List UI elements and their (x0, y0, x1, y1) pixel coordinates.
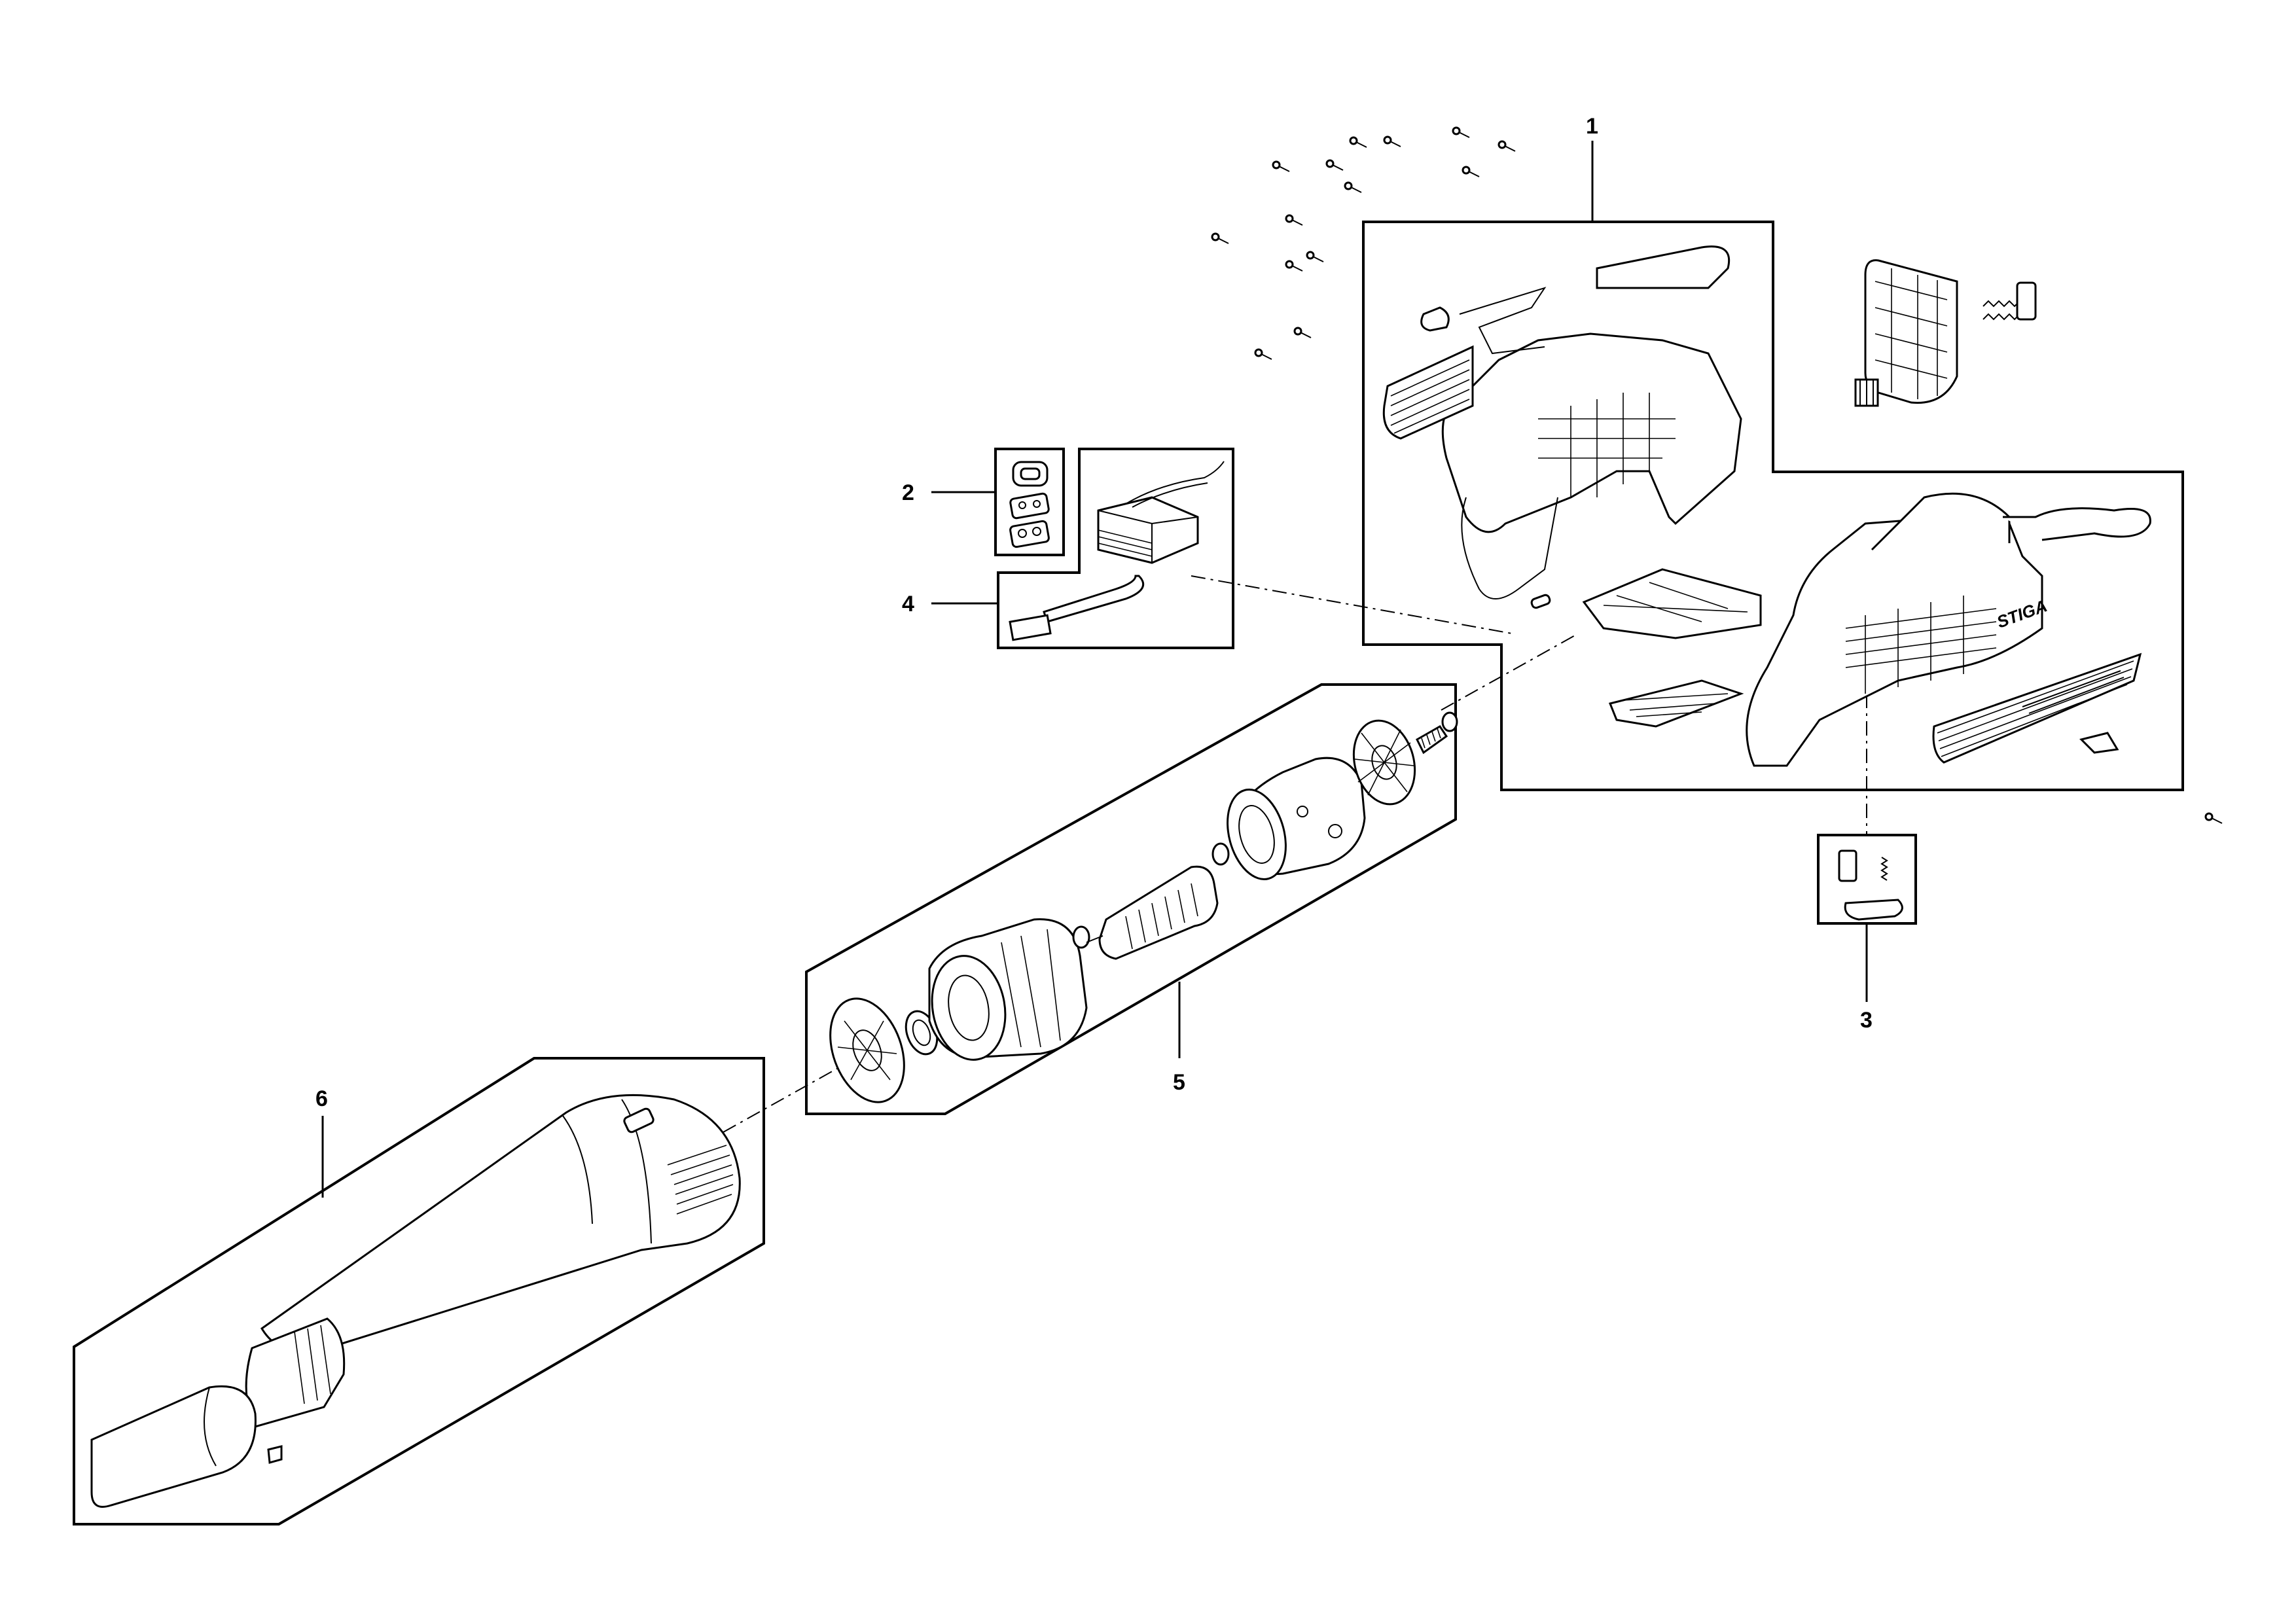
screw-icon (1325, 159, 1344, 171)
small-key-pin (1530, 594, 1551, 609)
housing-left-half (1441, 332, 1742, 599)
end-bearing (1441, 711, 1458, 732)
callout-1: 1 (1586, 114, 1598, 139)
screw-icon (1285, 214, 1303, 226)
motor-armature (1086, 865, 1219, 960)
callout-6: 6 (315, 1086, 328, 1111)
rubber-pad-upper (1009, 492, 1050, 520)
side-grille-left (1382, 345, 1474, 440)
group-6-frame (73, 1057, 765, 1525)
blow-tube-main (260, 1094, 741, 1353)
group-2-frame (994, 448, 1065, 556)
assembly-line-motor (1441, 634, 1577, 711)
battery-contact-spring (1982, 281, 2037, 321)
filter-pad (1608, 679, 1744, 728)
group-4-frame (997, 448, 1234, 649)
bearing-small (1072, 925, 1090, 949)
battery-cover-tray (1582, 568, 1762, 639)
callout-3: 3 (1860, 1008, 1873, 1033)
seal-strip (1459, 287, 1547, 355)
side-grille-right (1932, 652, 2142, 764)
callout-4: 4 (902, 592, 914, 616)
ribbon-cable (1043, 575, 1145, 623)
motor-shaft-spring (1416, 725, 1448, 755)
battery-socket-plate (1864, 259, 1958, 404)
group-5-frame (805, 683, 1457, 1115)
screw-icon (1462, 166, 1480, 177)
screw-icon (1254, 348, 1272, 360)
rear-strip (2022, 670, 2125, 714)
fan-shroud-cover (829, 997, 905, 1103)
connector-plug (1009, 614, 1052, 641)
trigger-lever (1844, 899, 1903, 921)
trigger-switch (1838, 849, 1857, 882)
fan-housing-front (928, 918, 1088, 1061)
screw-icon (1498, 140, 1516, 152)
trigger-spring (1880, 857, 1888, 881)
battery-terminal-block (1854, 378, 1879, 407)
tube-coupling (245, 1317, 346, 1428)
motor-housing-rear (1227, 757, 1366, 880)
screw-icon (1383, 135, 1401, 147)
corner-clip (2079, 732, 2119, 754)
rubber-pad-lower (1009, 520, 1050, 548)
screw-icon (1211, 232, 1229, 244)
loose-screws (1211, 126, 2223, 824)
assembly-line-battery (1191, 575, 1513, 634)
cooling-fan (1352, 719, 1416, 806)
screw-icon (1349, 136, 1367, 148)
screw-icon (1344, 181, 1362, 193)
screw-icon (1452, 126, 1470, 138)
nozzle-tip (90, 1385, 283, 1508)
control-board-wires (1125, 461, 1225, 508)
group-1-frame (1362, 221, 2184, 791)
bearing-ring (1211, 842, 1230, 866)
screw-icon (2204, 812, 2223, 824)
callout-5: 5 (1173, 1070, 1185, 1095)
oring-seal (1012, 461, 1049, 487)
callout-2: 2 (902, 480, 914, 505)
screw-icon (1293, 327, 1312, 338)
control-board-module (1097, 496, 1199, 564)
assembly-line-nozzle (723, 1063, 847, 1133)
screw-icon (1285, 260, 1303, 272)
lock-clip (1420, 306, 1450, 332)
housing-right-half: STIGA (1746, 492, 2151, 767)
trigger-cover (1596, 245, 1730, 289)
screw-icon (1272, 160, 1290, 172)
screw-icon (1306, 251, 1324, 262)
